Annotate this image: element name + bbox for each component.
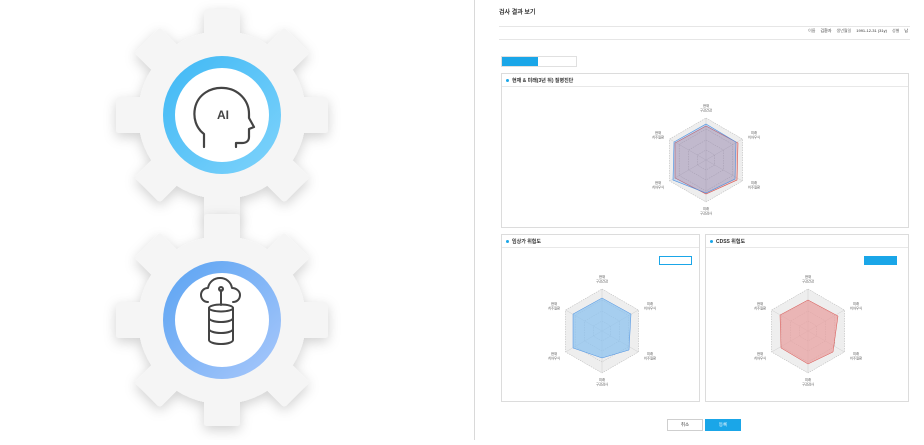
gender-label: 성별 <box>891 28 900 33</box>
divider <box>499 26 910 27</box>
series-clinical <box>572 297 632 359</box>
bullet-icon <box>710 240 713 243</box>
card-title: 임상가 위험도 <box>512 239 541 245</box>
tab-active[interactable] <box>502 57 538 66</box>
birth-label: 생년월일 <box>836 28 852 33</box>
divider <box>502 247 699 248</box>
card-title: 현재 & 미래(3년 뒤) 질병진단 <box>512 78 574 84</box>
series-cdss <box>779 299 839 365</box>
birth-value: 1991-12-31 (31y) <box>856 28 887 33</box>
cancel-button[interactable]: 취소 <box>667 419 703 431</box>
divider <box>502 86 908 87</box>
tab-bar <box>501 56 577 67</box>
clinical-risk-input[interactable] <box>659 256 692 265</box>
submit-button[interactable]: 등록 <box>705 419 741 431</box>
illustration: AI <box>116 9 328 426</box>
result-panel: 검사 결과 보기 이름 김환자 생년월일 1991-12-31 (31y) 성별… <box>474 0 924 440</box>
card-header: 현재 & 미래(3년 뒤) 질병진단 <box>506 77 573 84</box>
series-current <box>672 123 737 194</box>
name-value: 김환자 <box>820 28 832 33</box>
name-label: 이름 <box>808 28 816 33</box>
bullet-icon <box>506 79 509 82</box>
series-future <box>674 125 739 195</box>
card-header: CDSS 위험도 <box>710 238 745 245</box>
ai-head-icon <box>193 86 256 149</box>
card-title: CDSS 위험도 <box>716 239 746 245</box>
gender-value: 남 <box>904 28 908 33</box>
cloud-database-icon <box>200 277 241 345</box>
divider <box>706 247 908 248</box>
cdss-action-button[interactable] <box>864 256 897 265</box>
bullet-icon <box>506 240 509 243</box>
ai-label: AI <box>217 108 229 122</box>
divider <box>499 39 910 40</box>
page-title: 검사 결과 보기 <box>499 10 536 16</box>
patient-info: 이름 김환자 생년월일 1991-12-31 (31y) 성별 남 <box>808 28 908 34</box>
card-header: 임상가 위험도 <box>506 238 541 245</box>
